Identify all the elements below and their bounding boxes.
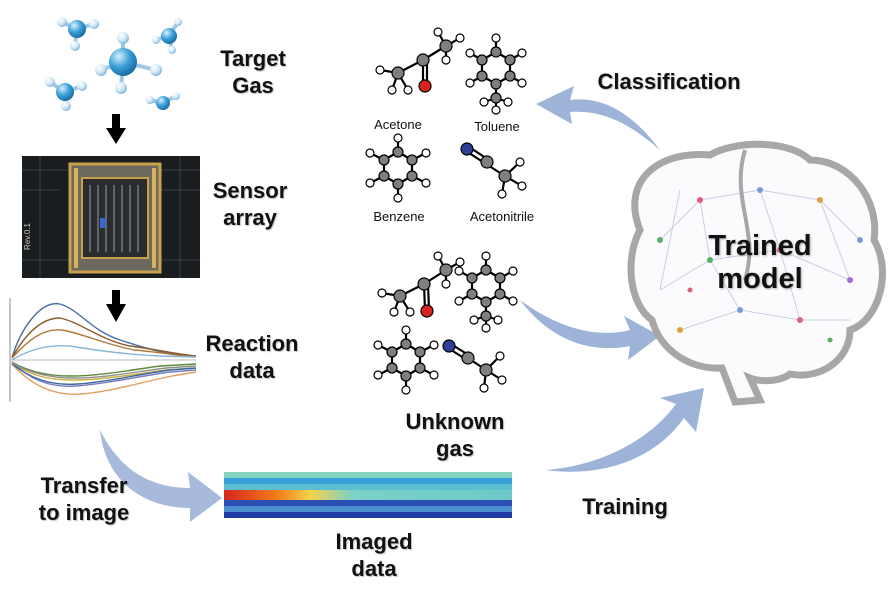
down-arrow-2 [106, 290, 126, 322]
imaged-data-label: Imaged data [335, 529, 413, 581]
benzene-label: Benzene [373, 209, 425, 224]
classification-arrow [536, 86, 660, 150]
transfer-to-image-label: Transfer to image [38, 473, 130, 525]
sensor-array-label: Sensor array [212, 178, 288, 230]
acetonitrile-molecule [460, 142, 527, 199]
trained-model-label: Trained model [708, 230, 812, 295]
unknown-acetone-molecule [377, 251, 465, 318]
sensor-array-chip [22, 156, 200, 278]
training-arrow-lower [545, 388, 704, 472]
unknown-benzene-molecule [373, 325, 439, 395]
acetone-molecule [375, 27, 465, 95]
chip-revision-text: Rev.0.1 [23, 222, 32, 250]
acetone-label: Acetone [374, 117, 422, 132]
brain-model [627, 140, 886, 406]
toluene-molecule [465, 33, 527, 115]
unknown-gas-label: Unknown gas [405, 409, 505, 461]
reaction-data-label: Reaction data [205, 331, 299, 383]
training-arrow-upper [520, 300, 660, 360]
toluene-label: Toluene [474, 119, 520, 134]
transfer-arrow [100, 430, 222, 522]
benzene-molecule [365, 133, 431, 203]
target-gas-label: Target Gas [220, 46, 286, 98]
acetonitrile-label: Acetonitrile [469, 209, 535, 224]
target-gas-molecules [45, 17, 182, 111]
training-label: Training [582, 494, 668, 519]
down-arrow-1 [106, 114, 126, 144]
unknown-toluene-molecule [454, 251, 518, 333]
reaction-data-plot [9, 298, 197, 402]
imaged-data-heatmap [224, 472, 512, 518]
unknown-acetonitrile-molecule [442, 339, 507, 393]
classification-label: Classification [597, 69, 741, 94]
